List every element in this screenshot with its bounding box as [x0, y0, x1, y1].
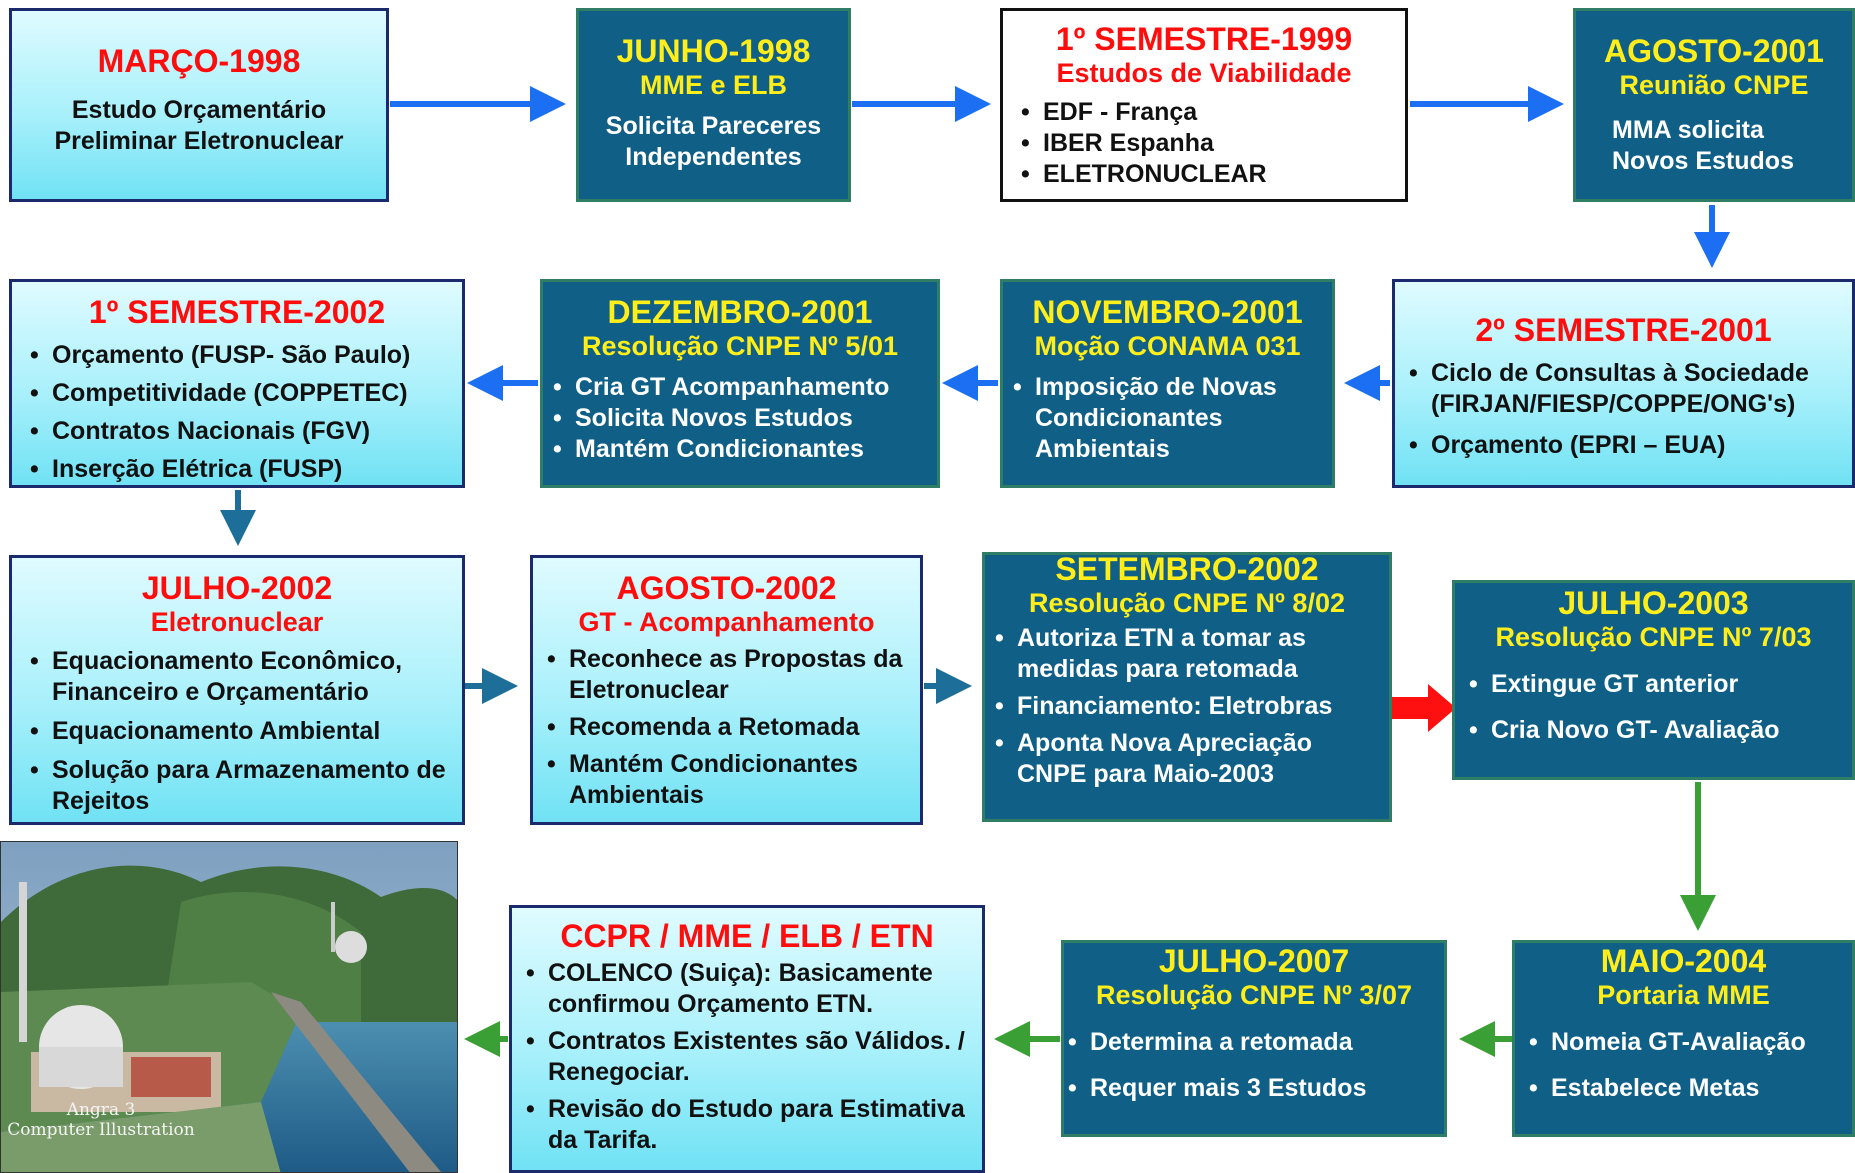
title-novembro-2001: NOVEMBRO-2001 — [1032, 294, 1303, 330]
title-julho-2007: JULHO-2007 — [1158, 943, 1350, 979]
text-marco-1998: Estudo Orçamentário Preliminar Eletronuc… — [54, 96, 344, 155]
box-agosto-2001: AGOSTO-2001 Reunião CNPE MMA solicita No… — [1573, 8, 1855, 202]
photo-caption: Angra 3 Computer Illustration — [1, 1100, 201, 1140]
title-junho-1998: JUNHO-1998 — [616, 33, 811, 69]
list-item: Nomeia GT-Avaliação — [1529, 1019, 1852, 1065]
list-item: Competitividade (COPPETEC) — [30, 374, 462, 412]
title-1-semestre-2002: 1º SEMESTRE-2002 — [88, 294, 386, 330]
box-marco-1998: MARÇO-1998 Estudo Orçamentário Prelimina… — [9, 8, 389, 202]
subtitle-maio-2004: Portaria MME — [1597, 980, 1770, 1010]
box-1-semestre-2002: 1º SEMESTRE-2002 Orçamento (FUSP- São Pa… — [9, 279, 465, 488]
list-item: Determina a retomada — [1068, 1019, 1444, 1065]
title-agosto-2002: AGOSTO-2002 — [616, 570, 837, 606]
list-maio-2004: Nomeia GT-Avaliação Estabelece Metas — [1529, 1019, 1852, 1111]
box-agosto-2002: AGOSTO-2002 GT - Acompanhamento Reconhec… — [530, 555, 923, 825]
list-item: Aponta Nova Apreciação CNPE para Maio-20… — [995, 728, 1375, 790]
list-julho-2002: Equacionamento Econômico, Financeiro e O… — [30, 646, 450, 817]
subtitle-julho-2002: Eletronuclear — [150, 607, 324, 637]
list-item: Orçamento (EPRI – EUA) — [1409, 430, 1839, 461]
list-item: ELETRONUCLEAR — [1021, 159, 1405, 190]
list-item: Imposição de Novas Condicionantes Ambien… — [1013, 372, 1298, 465]
box-julho-2003: JULHO-2003 Resolução CNPE Nº 7/03 Exting… — [1452, 580, 1855, 780]
list-item: COLENCO (Suiça): Basicamente confirmou O… — [526, 958, 966, 1020]
list-item: Equacionamento Econômico, Financeiro e O… — [30, 646, 450, 708]
list-item: Recomenda a Retomada — [547, 712, 907, 743]
box-julho-2007: JULHO-2007 Resolução CNPE Nº 3/07 Determ… — [1061, 940, 1447, 1137]
list-setembro-2002: Autoriza ETN a tomar as medidas para ret… — [995, 623, 1375, 790]
list-item: Cria GT Acompanhamento — [553, 372, 937, 403]
list-item: Mantém Condicionantes Ambientais — [547, 749, 907, 811]
box-setembro-2002: SETEMBRO-2002 Resolução CNPE Nº 8/02 Aut… — [982, 551, 1392, 822]
title-2-semestre-2001: 2º SEMESTRE-2001 — [1475, 312, 1772, 348]
text-agosto-2001: MMA solicita Novos Estudos — [1612, 116, 1794, 175]
title-maio-2004: MAIO-2004 — [1600, 943, 1767, 979]
list-item: Orçamento (FUSP- São Paulo) — [30, 336, 462, 374]
subtitle-julho-2003: Resolução CNPE Nº 7/03 — [1495, 622, 1812, 652]
angra3-illustration-image: Angra 3 Computer Illustration — [0, 841, 458, 1173]
list-1-semestre-1999: EDF - França IBER Espanha ELETRONUCLEAR — [1021, 97, 1405, 190]
title-julho-2002: JULHO-2002 — [141, 570, 333, 606]
list-2-semestre-2001: Ciclo de Consultas à Sociedade (FIRJAN/F… — [1409, 358, 1839, 461]
list-ccpr-mme-elb-etn: COLENCO (Suiça): Basicamente confirmou O… — [526, 958, 966, 1156]
title-setembro-2002: SETEMBRO-2002 — [1055, 551, 1319, 587]
list-item: Equacionamento Ambiental — [30, 716, 450, 747]
list-item: Mantém Condicionantes — [553, 434, 937, 465]
list-item: Contratos Existentes são Válidos. / Rene… — [526, 1026, 966, 1088]
list-item: Reconhece as Propostas da Eletronuclear — [547, 644, 907, 706]
list-item: Revisão do Estudo para Estimativa da Tar… — [526, 1094, 966, 1156]
list-dezembro-2001: Cria GT Acompanhamento Solicita Novos Es… — [553, 372, 937, 465]
list-item: Requer mais 3 Estudos — [1068, 1065, 1444, 1111]
arrow-setembro-to-julho2003 — [1392, 684, 1456, 732]
photo-caption-line1: Angra 3 — [66, 1100, 136, 1120]
subtitle-setembro-2002: Resolução CNPE Nº 8/02 — [1029, 588, 1345, 618]
list-item: Extingue GT anterior — [1469, 661, 1852, 707]
title-marco-1998: MARÇO-1998 — [97, 43, 301, 79]
list-agosto-2002: Reconhece as Propostas da Eletronuclear … — [547, 644, 907, 811]
list-item: Contratos Nacionais (FGV) — [30, 412, 462, 450]
box-ccpr-mme-elb-etn: CCPR / MME / ELB / ETN COLENCO (Suiça): … — [509, 905, 985, 1173]
list-item: Ciclo de Consultas à Sociedade (FIRJAN/F… — [1409, 358, 1839, 420]
subtitle-dezembro-2001: Resolução CNPE Nº 5/01 — [582, 331, 898, 361]
list-julho-2007: Determina a retomada Requer mais 3 Estud… — [1068, 1019, 1444, 1111]
title-dezembro-2001: DEZEMBRO-2001 — [607, 294, 873, 330]
title-ccpr-mme-elb-etn: CCPR / MME / ELB / ETN — [560, 918, 934, 954]
subtitle-1-semestre-1999: Estudos de Viabilidade — [1056, 58, 1352, 88]
list-item: Cria Novo GT- Avaliação — [1469, 707, 1852, 753]
box-dezembro-2001: DEZEMBRO-2001 Resolução CNPE Nº 5/01 Cri… — [540, 279, 940, 488]
subtitle-novembro-2001: Moção CONAMA 031 — [1034, 331, 1301, 361]
box-maio-2004: MAIO-2004 Portaria MME Nomeia GT-Avaliaç… — [1512, 940, 1855, 1137]
box-novembro-2001: NOVEMBRO-2001 Moção CONAMA 031 Imposição… — [1000, 279, 1335, 488]
list-item: EDF - França — [1021, 97, 1405, 128]
subtitle-agosto-2002: GT - Acompanhamento — [578, 607, 875, 637]
list-item: Autoriza ETN a tomar as medidas para ret… — [995, 623, 1375, 685]
box-julho-2002: JULHO-2002 Eletronuclear Equacionamento … — [9, 555, 465, 825]
list-item: IBER Espanha — [1021, 128, 1405, 159]
list-novembro-2001: Imposição de Novas Condicionantes Ambien… — [1013, 372, 1298, 465]
subtitle-julho-2007: Resolução CNPE Nº 3/07 — [1096, 980, 1412, 1010]
box-junho-1998: JUNHO-1998 MME e ELB Solicita Pareceres … — [576, 8, 851, 202]
list-1-semestre-2002: Orçamento (FUSP- São Paulo) Competitivid… — [30, 336, 462, 488]
title-julho-2003: JULHO-2003 — [1558, 585, 1749, 621]
list-julho-2003: Extingue GT anterior Cria Novo GT- Avali… — [1469, 661, 1852, 753]
list-item: Estabelece Metas — [1529, 1065, 1852, 1111]
box-1-semestre-1999: 1º SEMESTRE-1999 Estudos de Viabilidade … — [1000, 8, 1408, 202]
photo-caption-line2: Computer Illustration — [7, 1120, 195, 1140]
list-item: Solução para Armazenamento de Rejeitos — [30, 755, 450, 817]
title-agosto-2001: AGOSTO-2001 — [1604, 33, 1824, 69]
angra3-illustration-graphic — [1, 842, 457, 1172]
list-item: Financiamento: Eletrobras — [995, 691, 1375, 722]
text-junho-1998: Solicita Pareceres Independentes — [605, 112, 822, 171]
subtitle-junho-1998: MME e ELB — [639, 70, 787, 100]
list-item: Inserção Elétrica (FUSP) — [30, 450, 462, 488]
title-1-semestre-1999: 1º SEMESTRE-1999 — [1055, 21, 1353, 57]
box-2-semestre-2001: 2º SEMESTRE-2001 Ciclo de Consultas à So… — [1392, 279, 1855, 488]
list-item: Solicita Novos Estudos — [553, 403, 937, 434]
subtitle-agosto-2001: Reunião CNPE — [1619, 70, 1809, 100]
